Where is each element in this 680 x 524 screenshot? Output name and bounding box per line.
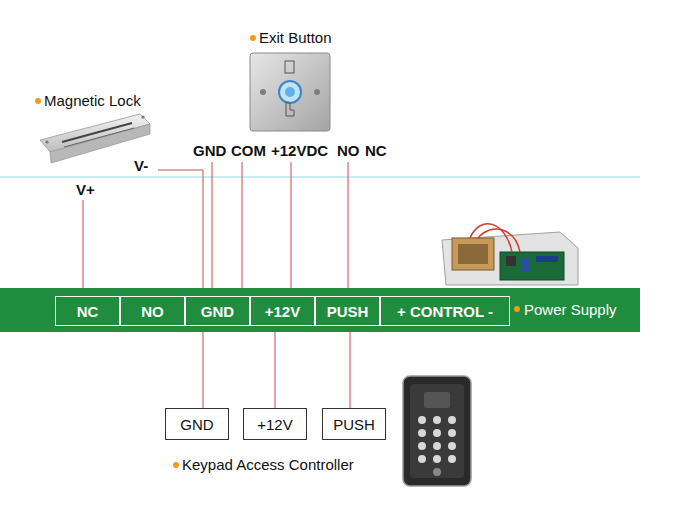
part-name: Exit Button xyxy=(259,29,332,46)
wire xyxy=(83,162,348,296)
keypad-terminal: GND xyxy=(165,408,229,440)
terminal-name: PUSH xyxy=(327,303,369,320)
terminal-cell: NC xyxy=(55,296,120,326)
power-supply-box xyxy=(442,224,578,285)
bullet-dot xyxy=(514,306,520,312)
terminal-name: +12V xyxy=(257,416,292,433)
bullet-dot xyxy=(35,98,41,104)
terminal-name: +12V xyxy=(265,303,300,320)
terminal-band: Power Supply NC NO GND +12V PUSH + CONTROL - xyxy=(0,288,640,332)
terminal-cell: + CONTROL - xyxy=(380,296,510,326)
terminal-cell: PUSH xyxy=(315,296,380,326)
part-name: Magnetic Lock xyxy=(44,92,141,109)
bullet-dot xyxy=(173,462,179,468)
terminal-name: NC xyxy=(77,303,99,320)
terminal-name: NO xyxy=(141,303,164,320)
band-heading: Power Supply xyxy=(524,301,617,318)
keypad-device xyxy=(403,376,471,486)
pin-label: V- xyxy=(134,157,148,174)
terminal-cell: +12V xyxy=(250,296,315,326)
pin-label: NO xyxy=(337,142,360,159)
part-name: Keypad Access Controller xyxy=(182,456,354,473)
exit-button xyxy=(250,53,330,131)
pin-label: COM xyxy=(231,142,266,159)
pin-label: GND xyxy=(193,142,226,159)
pin-label: +12VDC xyxy=(271,142,328,159)
terminal-name: GND xyxy=(180,416,213,433)
wire-connector xyxy=(275,326,276,408)
magnetic-lock xyxy=(40,114,150,163)
terminal-name: + CONTROL - xyxy=(397,303,493,320)
terminal-name: GND xyxy=(201,303,234,320)
terminal-cell: NO xyxy=(120,296,185,326)
divider-line xyxy=(0,177,640,178)
terminal-name: PUSH xyxy=(333,416,375,433)
wire-connector xyxy=(203,326,204,408)
pin-label: NC xyxy=(365,142,387,159)
pin-label: V+ xyxy=(76,181,95,198)
wire-connector xyxy=(350,326,351,408)
keypad-terminal: PUSH xyxy=(322,408,386,440)
terminal-cell: GND xyxy=(185,296,250,326)
bullet-dot xyxy=(250,35,256,41)
keypad-terminal: +12V xyxy=(243,408,307,440)
